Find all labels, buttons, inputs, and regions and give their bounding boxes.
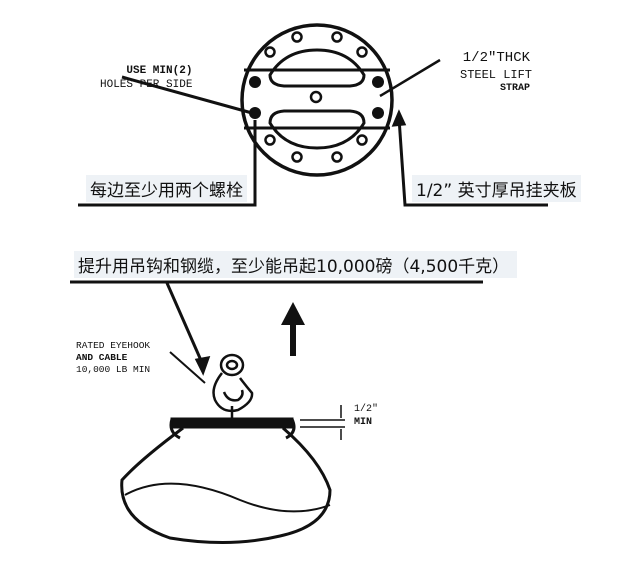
lift-arrow-icon bbox=[281, 302, 305, 356]
dimension-label: 1/2" MIN bbox=[354, 404, 378, 429]
label-line: 1/2" bbox=[354, 404, 379, 415]
strap-label-en: 1/2"THCK STEEL LIFT STRAP bbox=[460, 50, 533, 95]
holes-label-cn: 每边至少用两个螺栓 bbox=[86, 175, 247, 202]
label-line: STRAP bbox=[499, 82, 530, 94]
label-line: 10,000 LB MIN bbox=[76, 363, 151, 375]
label-line: HOLES PER SIDE bbox=[100, 78, 193, 91]
leader-lines bbox=[70, 58, 548, 384]
drum bbox=[120, 405, 345, 545]
flange-top-view bbox=[240, 23, 394, 177]
eyehook bbox=[212, 353, 254, 428]
label-line: USE MIN(2) bbox=[126, 65, 193, 77]
label-line: STEEL LIFT bbox=[460, 67, 533, 82]
label-line: 1/2"THCK bbox=[462, 50, 530, 66]
strap-label-cn: 1/2” 英寸厚吊挂夹板 bbox=[412, 175, 581, 202]
bolt-holes bbox=[264, 31, 368, 163]
lift-banner-cn: 提升用吊钩和钢缆，至少能吊起10,000磅（4,500千克） bbox=[74, 251, 517, 278]
holes-label-en: USE MIN(2) HOLES PER SIDE bbox=[100, 65, 193, 93]
label-line: RATED EYEHOOK bbox=[76, 340, 151, 351]
eyehook-label-en: RATED EYEHOOK AND CABLE 10,000 LB MIN bbox=[76, 340, 150, 376]
label-line: AND CABLE bbox=[76, 351, 128, 363]
label-line: MIN bbox=[354, 416, 373, 428]
used-bolt-holes bbox=[249, 76, 384, 119]
